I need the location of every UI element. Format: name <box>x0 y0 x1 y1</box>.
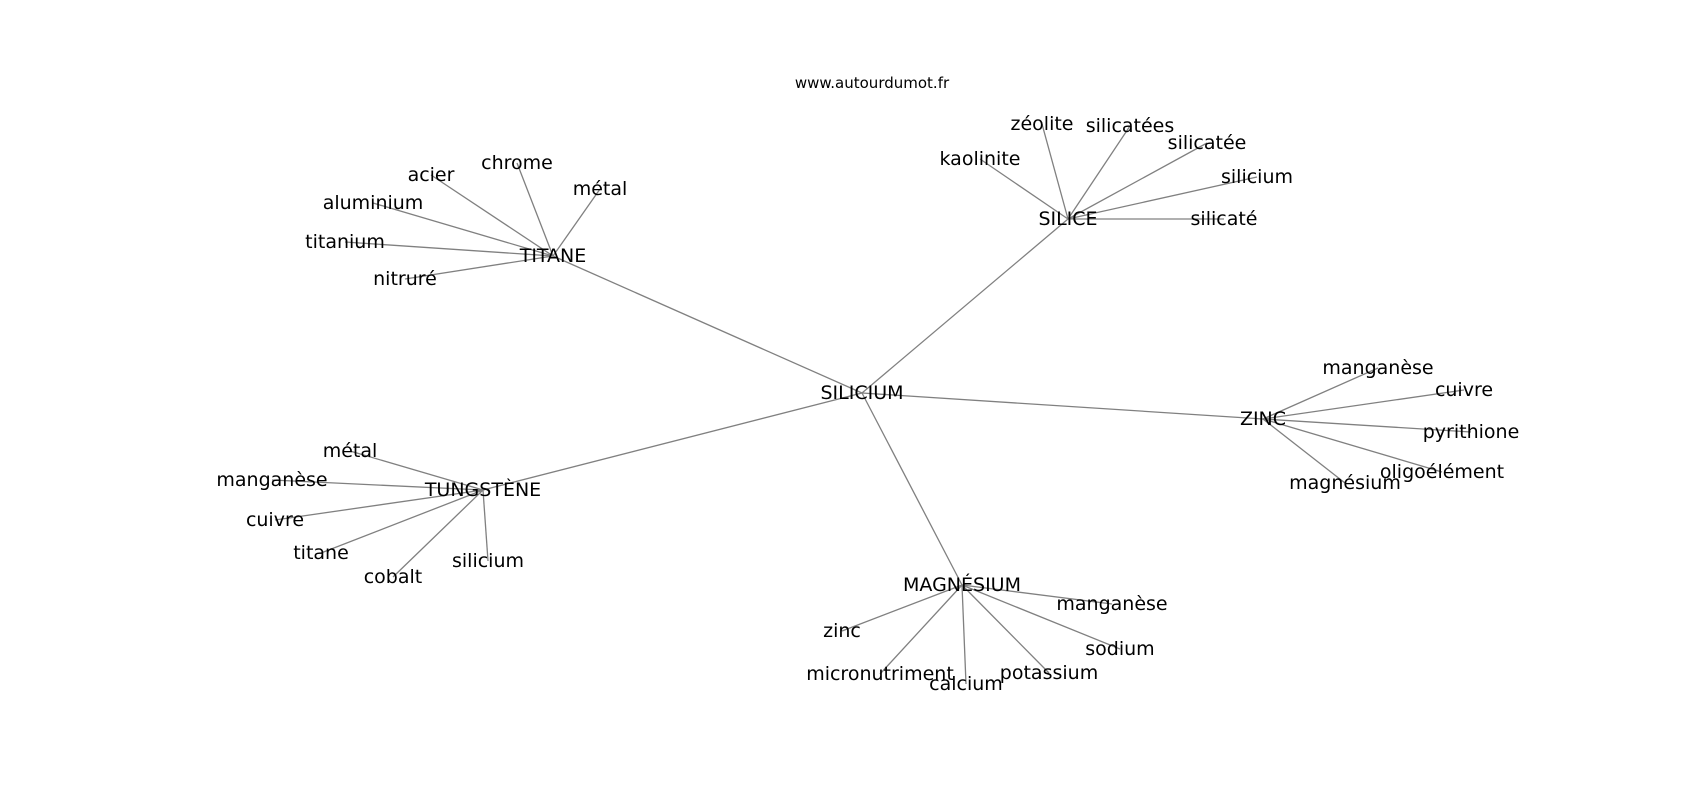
edge-center-hub-3 <box>482 392 863 491</box>
word-node[interactable]: métal <box>323 440 378 462</box>
word-node[interactable]: silicatées <box>1086 115 1175 137</box>
center-node[interactable]: SILICIUM <box>820 382 903 404</box>
edge-center-hub-0 <box>552 255 863 394</box>
word-node[interactable]: micronutriment <box>806 663 954 685</box>
source-url: www.autourdumot.fr <box>795 74 950 92</box>
hub-node[interactable]: SILICE <box>1038 208 1097 230</box>
word-node[interactable]: silicaté <box>1191 208 1258 230</box>
edge-hub-0-word-3 <box>372 202 554 257</box>
word-node[interactable]: titanium <box>305 231 385 253</box>
edge-hub-3-word-3 <box>320 489 484 554</box>
word-node[interactable]: métal <box>573 178 628 200</box>
word-node[interactable]: zinc <box>823 620 861 642</box>
hub-node[interactable]: MAGNÉSIUM <box>903 573 1021 596</box>
edge-hub-0-word-2 <box>430 174 554 257</box>
word-node[interactable]: magnésium <box>1289 472 1401 494</box>
word-node[interactable]: silicium <box>452 550 524 572</box>
edge-hub-4-word-0 <box>961 584 1113 605</box>
word-node[interactable]: manganèse <box>1322 357 1433 379</box>
hub-node[interactable]: ZINC <box>1240 408 1286 430</box>
word-node[interactable]: manganèse <box>216 469 327 491</box>
edge-center-hub-4 <box>861 392 963 586</box>
hub-node[interactable]: TUNGSTÈNE <box>424 478 541 501</box>
edge-hub-0-word-4 <box>344 241 554 257</box>
edge-hub-4-word-1 <box>841 584 963 632</box>
edge-hub-0-word-0 <box>516 162 554 257</box>
graph-edges <box>271 123 1472 685</box>
edge-hub-2-word-2 <box>1262 418 1472 433</box>
edge-hub-2-word-4 <box>1262 418 1346 484</box>
edge-center-hub-2 <box>861 392 1264 420</box>
word-node[interactable]: titane <box>293 542 349 564</box>
graph-labels: www.autourdumot.fr SILICIUMTITANEchromem… <box>216 74 1519 695</box>
word-node[interactable]: zéolite <box>1011 113 1074 135</box>
word-node[interactable]: acier <box>408 164 455 186</box>
word-node[interactable]: silicium <box>1221 166 1293 188</box>
edge-hub-4-word-2 <box>961 584 1121 650</box>
word-node[interactable]: manganèse <box>1056 593 1167 615</box>
word-node[interactable]: calcium <box>929 673 1003 695</box>
edge-hub-1-word-1 <box>1067 125 1131 220</box>
word-node[interactable]: silicatée <box>1168 132 1247 154</box>
word-node[interactable]: aluminium <box>323 192 424 214</box>
word-node[interactable]: potassium <box>1000 662 1098 684</box>
edge-hub-3-word-0 <box>349 450 484 491</box>
edge-hub-2-word-3 <box>1262 418 1443 473</box>
word-node[interactable]: oligoélément <box>1380 461 1504 483</box>
edge-hub-2-word-0 <box>1262 367 1379 420</box>
edge-hub-4-word-3 <box>879 584 963 675</box>
edge-hub-3-word-2 <box>274 489 484 521</box>
word-node[interactable]: cobalt <box>364 566 423 588</box>
edge-hub-1-word-0 <box>1041 123 1069 220</box>
edge-hub-1-word-4 <box>1067 176 1258 220</box>
word-node[interactable]: pyrithione <box>1423 421 1520 443</box>
hub-node[interactable]: TITANE <box>519 245 587 267</box>
edge-hub-3-word-4 <box>392 489 484 578</box>
edge-hub-0-word-1 <box>552 188 601 257</box>
edge-center-hub-1 <box>861 218 1069 394</box>
word-node[interactable]: chrome <box>481 152 553 174</box>
word-node[interactable]: kaolinite <box>940 148 1021 170</box>
word-node[interactable]: cuivre <box>1435 379 1493 401</box>
edge-hub-3-word-5 <box>482 489 489 562</box>
edge-hub-2-word-1 <box>1262 389 1465 420</box>
word-node[interactable]: sodium <box>1085 638 1154 660</box>
edge-hub-1-word-3 <box>979 158 1069 220</box>
edge-hub-1-word-2 <box>1067 142 1208 220</box>
word-node[interactable]: cuivre <box>246 509 304 531</box>
edge-hub-4-word-4 <box>961 584 1050 674</box>
edge-hub-3-word-1 <box>271 479 484 491</box>
edge-hub-4-word-5 <box>961 584 967 685</box>
word-node[interactable]: nitruré <box>373 268 437 290</box>
edge-hub-0-word-5 <box>404 255 554 280</box>
